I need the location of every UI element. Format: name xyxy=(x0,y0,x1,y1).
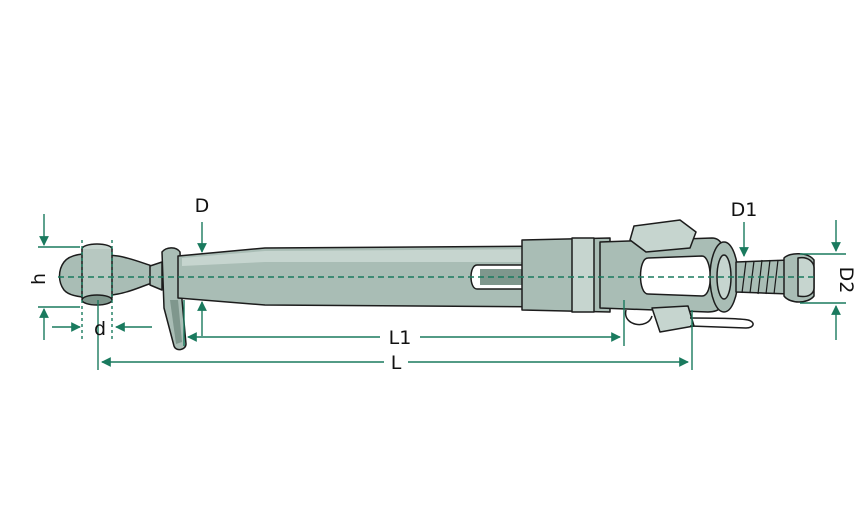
lock-lever-shade xyxy=(170,300,182,344)
top-link-part xyxy=(58,219,815,351)
eye-neck xyxy=(149,261,163,291)
right-collar xyxy=(521,237,611,313)
clevis-opening xyxy=(639,255,711,297)
label-D: D xyxy=(195,195,210,217)
label-D2: D2 xyxy=(835,267,854,294)
clevis-pin-top xyxy=(629,219,697,253)
retaining-clip xyxy=(625,309,754,329)
clevis-pin-bottom xyxy=(651,305,695,333)
label-h: h xyxy=(28,273,50,285)
main-tube-highlight xyxy=(182,249,572,266)
label-d: d xyxy=(94,318,106,340)
dimension-lines xyxy=(38,214,846,370)
label-L: L xyxy=(391,352,402,374)
label-D1: D1 xyxy=(731,199,758,221)
collar-band xyxy=(571,237,595,313)
end-nut-face xyxy=(797,256,815,298)
eye-bore-bottom xyxy=(81,294,113,306)
eye-bore-body xyxy=(81,249,113,303)
label-L1: L1 xyxy=(389,327,412,349)
